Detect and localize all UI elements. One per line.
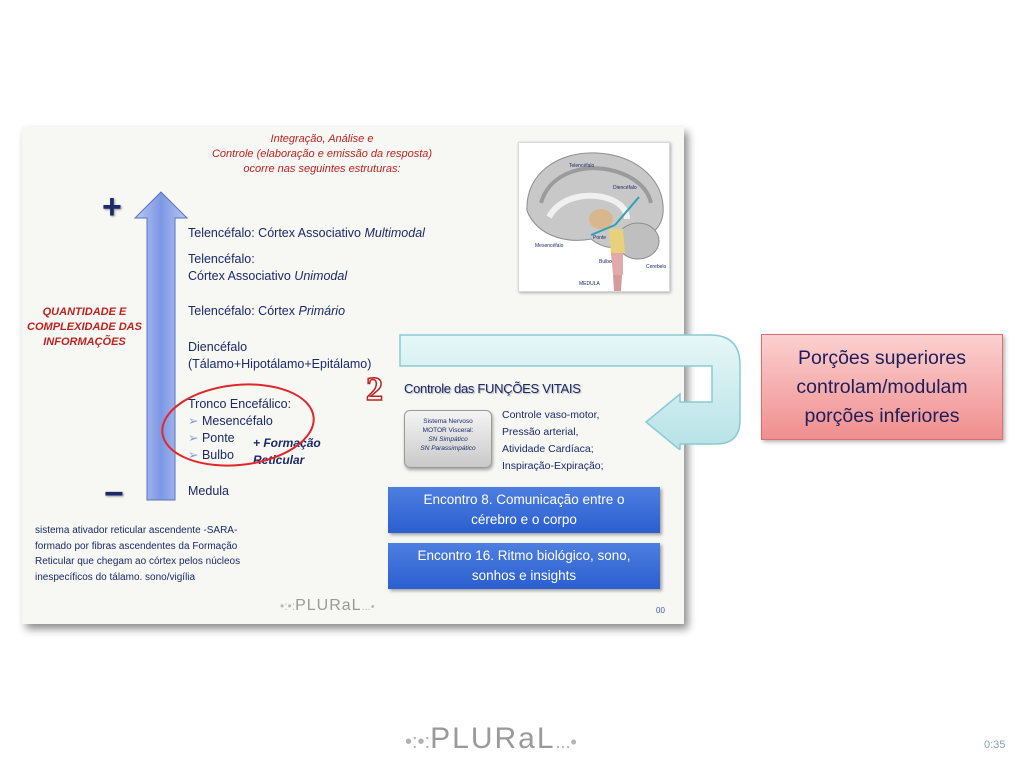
chevron-right-icon: ➢ <box>188 448 199 462</box>
sara-line-1: sistema ativador reticular ascendente -S… <box>35 525 238 536</box>
brain-label-mesencefalo: Mesencéfalo <box>535 243 564 249</box>
page-number: 00 <box>656 606 665 615</box>
side-label: QUANTIDADE E COMPLEXIDADE DAS INFORMAÇÕE… <box>22 305 147 350</box>
item-bulbo: Bulbo <box>201 448 234 462</box>
up-arrow-icon <box>133 191 189 501</box>
sara-note: sistema ativador reticular ascendente -S… <box>35 523 240 585</box>
slide-header: Integração, Análise e Controle (elaboraç… <box>172 132 472 177</box>
header-line-2: Controle (elaboração e emissão da respos… <box>211 148 433 160</box>
callout-line-2: controlam/modulam <box>796 375 968 398</box>
brain-label-telencefalo: Telencéfalo <box>569 163 595 169</box>
level-2-line-1: Telencéfalo: <box>188 252 255 266</box>
list-item: ➢ Bulbo <box>188 447 291 464</box>
formacao-line-2: Reticular <box>253 453 305 467</box>
brain-illustration-icon <box>526 152 664 291</box>
item-mesencefalo: Mesencéfalo <box>201 414 273 428</box>
logo-dots-icon: ...• <box>555 732 577 752</box>
list-item: ➢ Ponte <box>188 430 291 447</box>
level-1-text: Telencéfalo: Córtex Associativo <box>188 226 365 240</box>
motor-line-3: SN Simpático <box>428 436 468 443</box>
highlight-ellipse <box>161 383 315 467</box>
brain-diagram: Telencéfalo Diencéfalo Mesencéfalo Ponte… <box>518 142 670 292</box>
vital-functions-title: Controle das FUNÇÕES VITAIS <box>404 381 581 396</box>
footer-logo-text: PLURaL <box>430 722 556 755</box>
minus-sign-icon: − <box>104 475 124 513</box>
motor-line-1: Sistema Nervoso <box>423 418 473 425</box>
motor-visceral-box: Sistema Nervoso MOTOR Visceral: SN Simpá… <box>404 410 492 468</box>
vital-list: Controle vaso-motor, Pressão arterial, A… <box>502 407 604 475</box>
list-item: ➢ Mesencéfalo <box>188 413 291 430</box>
level-telencefalo-multimodal: Telencéfalo: Córtex Associativo Multimod… <box>188 225 425 242</box>
footer-logo: •:•:PLURaL...• <box>405 722 577 756</box>
sara-line-2: formado por fibras ascendentes da Formaç… <box>35 540 238 552</box>
side-label-line-2: COMPLEXIDADE DAS <box>27 321 142 333</box>
logo-dots-icon: ...• <box>361 601 375 613</box>
vital-item-2: Pressão arterial, <box>502 426 579 438</box>
logo-dots-icon: •:•: <box>280 599 296 613</box>
chevron-right-icon: ➢ <box>188 431 199 445</box>
level-4-line-1: Diencéfalo <box>188 340 248 354</box>
level-1-em: Multimodal <box>364 226 425 240</box>
encontro-16-button[interactable]: Encontro 16. Ritmo biológico, sono, sonh… <box>388 543 660 589</box>
sara-line-3: Reticular que chegam ao córtex pelos núc… <box>35 556 241 567</box>
callout-line-3: porções inferiores <box>804 404 960 427</box>
side-label-line-3: INFORMAÇÕES <box>43 336 126 348</box>
level-5-title: Tronco Encefálico: <box>188 397 292 411</box>
chevron-right-icon: ➢ <box>188 414 199 428</box>
level-diencefalo: Diencéfalo (Tálamo+Hipotálamo+Epitálamo) <box>188 339 371 373</box>
encontro-16-line-2: sonhos e insights <box>471 568 577 583</box>
encontro-8-line-1: Encontro 8. Comunicação entre o <box>423 492 625 507</box>
header-line-1: Integração, Análise e <box>270 133 374 145</box>
return-arrow-icon <box>399 334 741 450</box>
plus-sign-icon: + <box>102 188 122 226</box>
brain-label-medula: MEDULA <box>579 281 600 287</box>
header-line-3: ocorre nas seguintes estruturas: <box>243 163 401 175</box>
level-3-text: Telencéfalo: Córtex <box>188 304 299 318</box>
level-4-line-2: (Tálamo+Hipotálamo+Epitálamo) <box>188 357 372 371</box>
level-3-em: Primário <box>298 304 346 318</box>
vital-item-3: Atividade Cardíaca; <box>502 443 594 455</box>
slide-logo-text: PLURaL <box>295 597 362 614</box>
item-ponte: Ponte <box>201 431 235 445</box>
brain-label-diencefalo: Diencéfalo <box>613 185 637 191</box>
number-two: 2 <box>365 370 384 409</box>
encontro-16-line-1: Encontro 16. Ritmo biológico, sono, <box>417 548 631 563</box>
brain-label-ponte: Ponte <box>593 235 607 241</box>
vital-item-4: Inspiração-Expiração; <box>502 460 604 472</box>
porcoes-callout: Porções superiores controlam/modulam por… <box>761 334 1003 440</box>
logo-dots-icon: •:•: <box>405 731 431 753</box>
encontro-8-line-2: cérebro e o corpo <box>471 512 577 527</box>
sara-line-4: inespecíficos do tálamo. sono/vigília <box>35 571 196 583</box>
slide-logo: •:•:PLURaL...• <box>280 597 375 615</box>
level-2-em: Unimodal <box>294 269 348 283</box>
level-medula: Medula <box>188 484 229 498</box>
callout-line-1: Porções superiores <box>797 346 966 369</box>
motor-line-2: MOTOR Visceral: <box>422 427 474 434</box>
brain-label-bulbo: Bulbo <box>599 259 612 265</box>
side-label-line-1: QUANTIDADE E <box>42 306 127 318</box>
brain-label-cerebelo: Cerebelo <box>646 264 667 270</box>
motor-line-4: SN Parassimpático <box>420 445 476 452</box>
level-2-text: Córtex Associativo <box>188 269 295 283</box>
level-tronco-encefalico: Tronco Encefálico: ➢ Mesencéfalo ➢ Ponte… <box>188 396 291 464</box>
timer-label: 0:35 <box>984 739 1006 751</box>
level-telencefalo-unimodal: Telencéfalo: Córtex Associativo Unimodal <box>188 251 347 285</box>
level-telencefalo-primario: Telencéfalo: Córtex Primário <box>188 303 345 320</box>
vital-item-1: Controle vaso-motor, <box>502 409 600 421</box>
encontro-8-button[interactable]: Encontro 8. Comunicação entre o cérebro … <box>388 487 660 533</box>
